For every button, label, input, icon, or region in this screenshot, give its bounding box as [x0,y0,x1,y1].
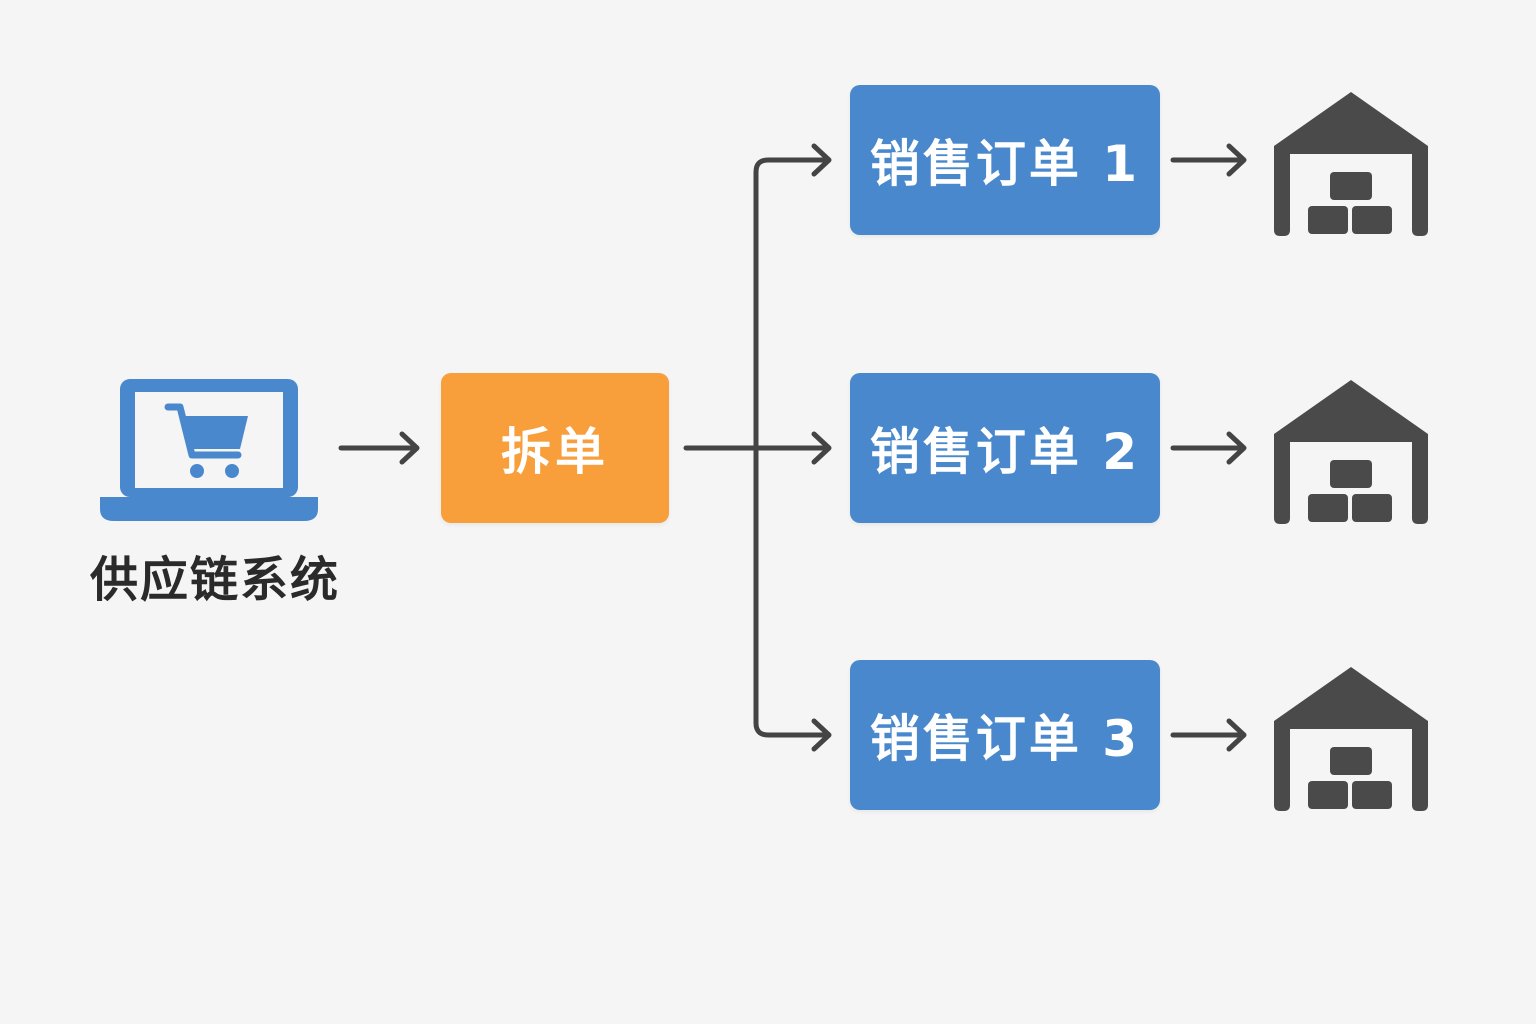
arrow-order-3-to-warehouse [1170,718,1247,752]
sales-order-node-2: 销售订单 2 [850,373,1160,523]
warehouse-icon [1274,667,1428,811]
warehouse-icon [1274,92,1428,236]
split-order-node: 拆单 [441,373,669,523]
shopping-cart-icon [164,403,248,478]
laptop-shopping-cart-icon [100,379,318,521]
arrow-order-1-to-warehouse [1170,143,1247,177]
branch-connector [683,143,832,752]
arrow-order-2-to-warehouse [1170,431,1247,465]
sales-order-node-1: 销售订单 1 [850,85,1160,235]
warehouse-icon [1274,380,1428,524]
arrow-source-to-split [338,431,420,465]
sales-order-node-3: 销售订单 3 [850,660,1160,810]
source-system-label: 供应链系统 [90,552,341,608]
